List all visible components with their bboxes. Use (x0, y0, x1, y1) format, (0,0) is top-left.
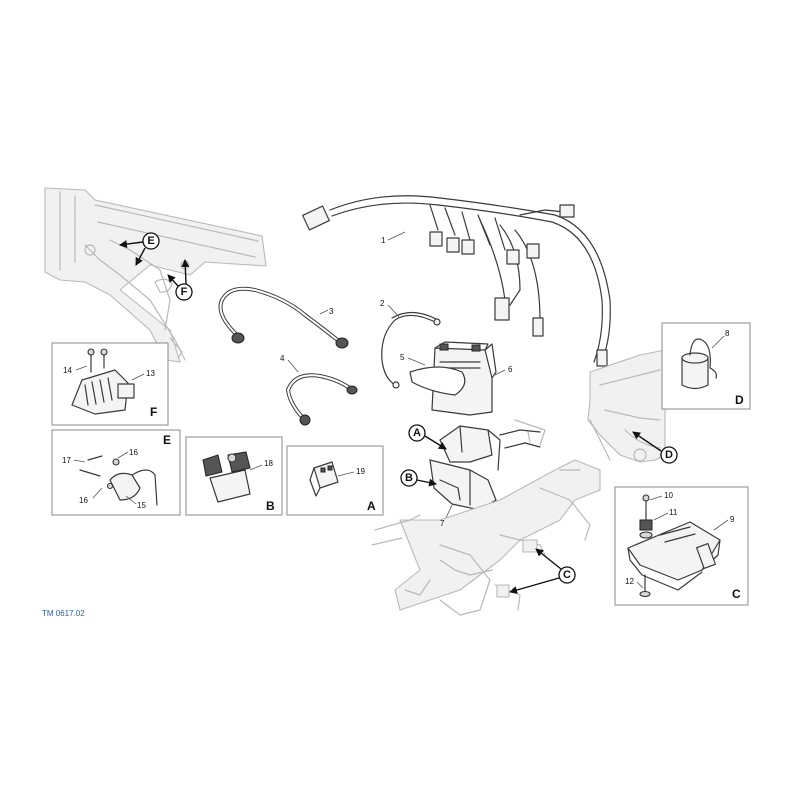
callout-13: 13 (146, 369, 155, 378)
marker-d: D (632, 431, 678, 464)
frame-main-view (371, 419, 601, 616)
callout-11: 11 (669, 508, 678, 517)
marker-c: C (509, 548, 576, 594)
cable-3 (218, 286, 349, 349)
detail-box-c (614, 486, 749, 606)
marker-e-letter: E (147, 235, 154, 247)
callout-5: 5 (400, 353, 405, 362)
marker-e: E (119, 232, 160, 266)
callout-4: 4 (280, 354, 285, 363)
callout-7: 7 (440, 519, 445, 528)
marker-b-letter: B (405, 472, 413, 484)
marker-c-letter: C (563, 569, 571, 581)
detail-box-e (51, 429, 181, 516)
callout-1: 1 (381, 236, 386, 245)
detail-box-d (661, 322, 751, 410)
marker-f-letter: F (181, 286, 188, 298)
callout-19: 19 (356, 467, 365, 476)
callout-18: 18 (264, 459, 273, 468)
callout-2: 2 (380, 299, 385, 308)
battery-assembly (381, 304, 506, 416)
box-letter-c: C (732, 587, 741, 601)
frame-top-left-view (44, 187, 267, 363)
detail-box-f (51, 342, 169, 426)
callout-16-bottom: 16 (79, 496, 88, 505)
marker-d-letter: D (665, 449, 673, 461)
detail-box-b (185, 436, 283, 516)
callout-15: 15 (137, 501, 146, 510)
callout-10: 10 (664, 491, 673, 500)
marker-a: A (408, 424, 447, 450)
callout-6: 6 (508, 365, 513, 374)
battery-holder (429, 425, 541, 521)
callout-8: 8 (725, 329, 730, 338)
box-letter-d: D (735, 393, 744, 407)
callout-14: 14 (63, 366, 72, 375)
callout-3: 3 (329, 307, 334, 316)
marker-f: F (167, 259, 193, 301)
wiring-harness (302, 195, 611, 367)
box-letter-a: A (367, 499, 376, 513)
figure-reference: TM 0617.02 (42, 609, 85, 618)
box-letter-e: E (163, 433, 171, 447)
callout-9: 9 (730, 515, 735, 524)
callout-12: 12 (625, 577, 634, 586)
box-letter-b: B (266, 499, 275, 513)
box-letter-f: F (150, 405, 157, 419)
detail-box-a (286, 445, 384, 516)
cable-4 (285, 359, 358, 426)
callout-17: 17 (62, 456, 71, 465)
rear-fender-view (587, 349, 666, 463)
marker-b: B (400, 469, 437, 487)
marker-a-letter: A (413, 427, 421, 439)
callout-16-top: 16 (129, 448, 138, 457)
